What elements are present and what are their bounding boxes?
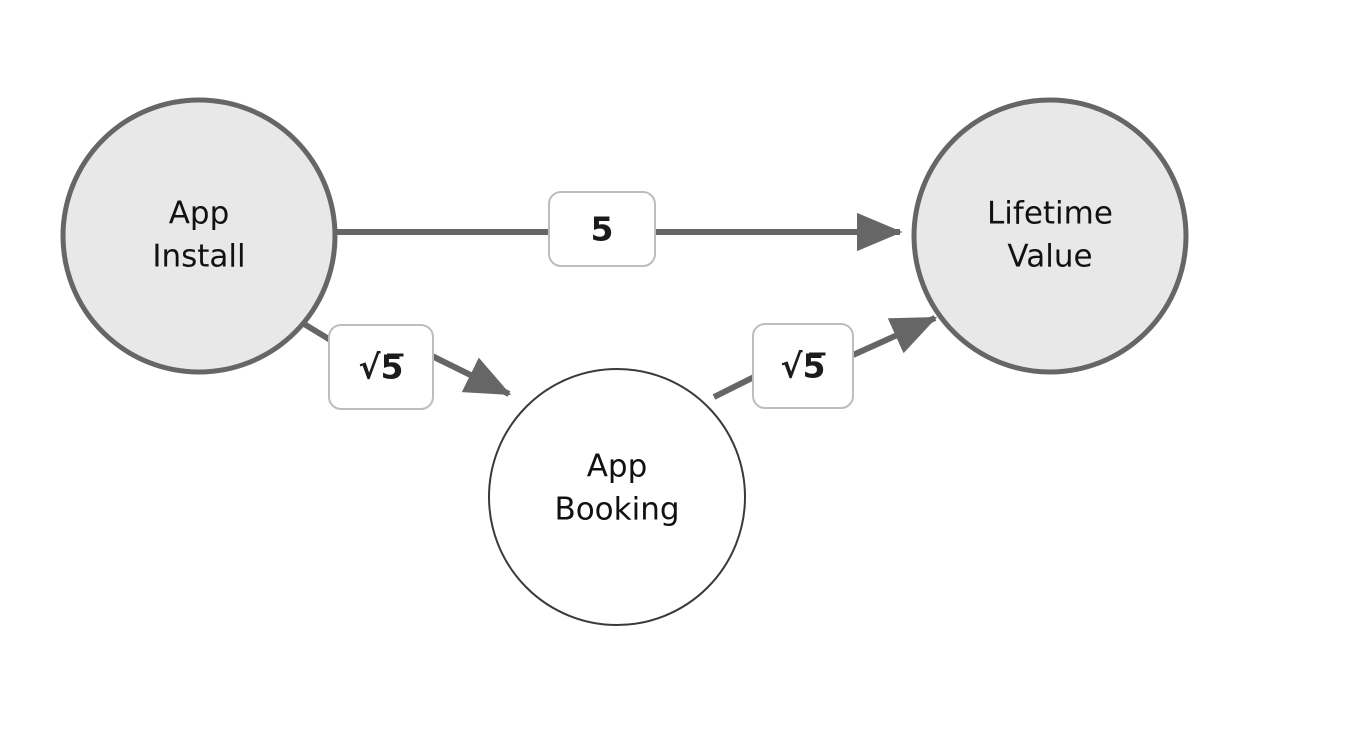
edge-label-value: 5	[591, 210, 614, 249]
edge-label-booking-to-lifetime-value[interactable]: √5̅	[752, 323, 854, 409]
edge-label-value: √5̅	[359, 348, 404, 387]
edge-label-box	[328, 324, 434, 410]
edge-label-install-to-lifetime-value[interactable]: 5	[548, 191, 656, 267]
node-app-booking-shape	[488, 368, 746, 626]
edge-label-box	[752, 323, 854, 409]
node-app-booking-label-line1: App	[587, 449, 648, 485]
edge-label-box	[548, 191, 656, 267]
node-app-install-shape	[60, 97, 338, 375]
edge-label-value: √5̅	[781, 347, 826, 386]
node-lifetime-value-label-line2: Value	[1007, 239, 1092, 275]
node-app-booking[interactable]: App Booking	[488, 368, 746, 626]
edge-line-segment-left	[712, 374, 756, 400]
node-lifetime-value[interactable]: Lifetime Value	[911, 97, 1189, 375]
edge-booking-to-lifetime-value[interactable]	[712, 315, 938, 400]
node-app-install[interactable]: App Install	[60, 97, 338, 375]
node-lifetime-value-label-line1: Lifetime	[987, 196, 1113, 232]
edge-label-install-to-booking[interactable]: √5̅	[328, 324, 434, 410]
edge-line-segment-right	[430, 353, 512, 397]
node-app-booking-label-line2: Booking	[554, 492, 679, 528]
node-app-install-label-line1: App	[169, 196, 230, 232]
node-lifetime-value-shape	[911, 97, 1189, 375]
node-app-install-label-line2: Install	[152, 239, 245, 275]
edge-line-segment-right	[851, 315, 938, 358]
